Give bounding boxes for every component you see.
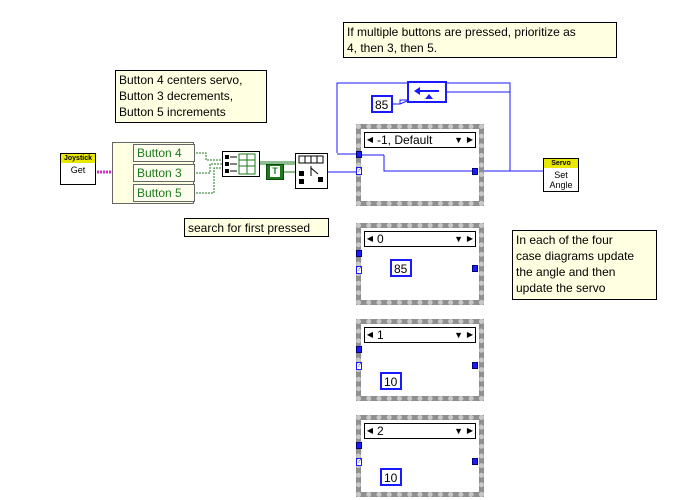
case-default-output-tunnel: [472, 168, 478, 175]
comment-priority: If multiple buttons are pressed, priorit…: [343, 22, 617, 58]
servo-vi-body: Set Angle: [549, 170, 573, 190]
unbundle-item-button3: Button 3: [133, 164, 195, 182]
build-array-icon: [225, 153, 256, 175]
case2-constant[interactable]: 10: [380, 468, 402, 486]
case1-selector-terminal: ?: [356, 362, 362, 370]
joystick-vi-body: Get: [70, 165, 86, 175]
feedback-node[interactable]: [407, 81, 447, 103]
next-case-icon[interactable]: ▶: [466, 426, 474, 435]
case-selector-label: -1, Default: [377, 133, 433, 147]
case-selector-2[interactable]: ◀ 2 ▼ ▶: [364, 423, 476, 439]
feedback-arrow-icon: [414, 87, 439, 99]
servo-set-angle-vi[interactable]: Servo Set Angle: [543, 158, 579, 192]
bool-wire-button4: [193, 152, 222, 161]
case1-input-tunnel: [356, 346, 362, 353]
unbundle-item-button5: Button 5: [133, 184, 195, 202]
servo-vi-header: Servo: [544, 159, 578, 168]
build-array-node[interactable]: [222, 151, 260, 177]
case-selector-0[interactable]: ◀ 0 ▼ ▶: [364, 231, 476, 247]
next-case-icon[interactable]: ▶: [466, 135, 474, 144]
true-constant-label: T: [270, 166, 280, 177]
prev-case-icon[interactable]: ◀: [366, 330, 374, 339]
case2-selector-terminal: ?: [356, 458, 362, 466]
case-structure-1[interactable]: ◀ 1 ▼ ▶: [356, 319, 484, 401]
case-selector-terminal: ?: [356, 167, 362, 175]
true-constant[interactable]: T: [266, 164, 284, 180]
joystick-vi-header: Joystick: [61, 154, 95, 163]
case1-constant[interactable]: 10: [380, 372, 402, 390]
case0-output-tunnel: [472, 265, 478, 272]
case-structure-0[interactable]: ◀ 0 ▼ ▶: [356, 223, 484, 305]
chevron-down-icon[interactable]: ▼: [454, 234, 463, 244]
search-array-node[interactable]: [295, 153, 328, 189]
bool-wire-button3: [193, 163, 222, 174]
prev-case-icon[interactable]: ◀: [366, 234, 374, 243]
chevron-down-icon[interactable]: ▼: [454, 135, 463, 145]
comment-search: search for first pressed: [184, 218, 329, 237]
case-default-input-tunnel: [356, 151, 362, 158]
case2-output-tunnel: [472, 458, 478, 465]
joystick-get-vi[interactable]: Joystick Get: [60, 153, 96, 185]
case-structure-default[interactable]: ◀ -1, Default ▼ ▶: [356, 124, 484, 206]
case0-selector-terminal: ?: [356, 266, 362, 274]
prev-case-icon[interactable]: ◀: [366, 426, 374, 435]
case-selector-label: 1: [377, 328, 384, 342]
next-case-icon[interactable]: ▶: [466, 330, 474, 339]
prev-case-icon[interactable]: ◀: [366, 135, 374, 144]
case-selector-label: 2: [377, 424, 384, 438]
feedback-init-constant[interactable]: 85: [371, 95, 393, 113]
case-selector-default[interactable]: ◀ -1, Default ▼ ▶: [364, 132, 476, 148]
chevron-down-icon[interactable]: ▼: [454, 426, 463, 436]
case-selector-label: 0: [377, 232, 384, 246]
case-selector-1[interactable]: ◀ 1 ▼ ▶: [364, 327, 476, 343]
search-array-icon: [298, 155, 324, 184]
unbundle-by-name[interactable]: Button 4 Button 3 Button 5: [112, 142, 195, 204]
case0-input-tunnel: [356, 250, 362, 257]
next-case-icon[interactable]: ▶: [466, 234, 474, 243]
chevron-down-icon[interactable]: ▼: [454, 330, 463, 340]
comment-buttons: Button 4 centers servo, Button 3 decreme…: [115, 70, 267, 123]
bool-wire-button5: [193, 167, 222, 194]
case0-constant[interactable]: 85: [390, 259, 412, 277]
unbundle-item-button4: Button 4: [133, 144, 195, 162]
case-structure-2[interactable]: ◀ 2 ▼ ▶: [356, 415, 484, 497]
case1-output-tunnel: [472, 362, 478, 369]
case2-input-tunnel: [356, 442, 362, 449]
comment-cases: In each of the four case diagrams update…: [512, 230, 657, 300]
